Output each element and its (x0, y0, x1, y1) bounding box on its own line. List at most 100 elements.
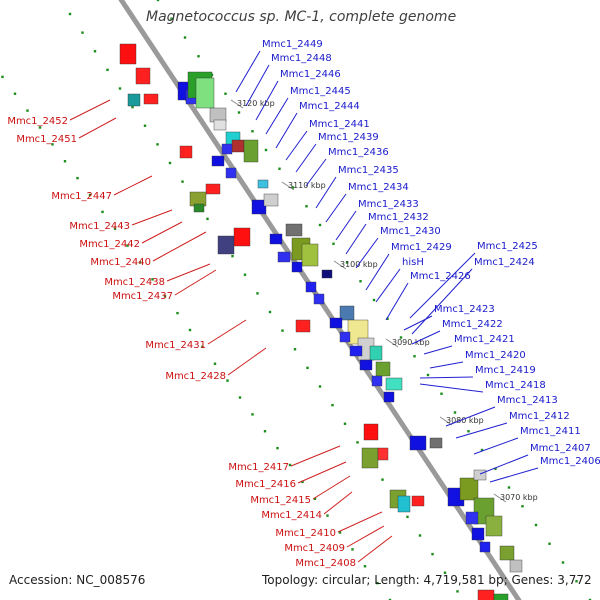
gene-label[interactable]: Mmc1_2413 (497, 395, 558, 406)
gene-label[interactable]: Mmc1_2448 (271, 53, 332, 64)
gene-label[interactable]: Mmc1_2436 (328, 147, 389, 158)
gene-label[interactable]: Mmc1_2434 (348, 182, 409, 193)
gene-block[interactable] (313, 293, 325, 305)
gene-label[interactable]: Mmc1_2439 (318, 132, 379, 143)
gene-label[interactable]: Mmc1_2437 (112, 291, 173, 302)
gene-label[interactable]: Mmc1_2406 (540, 456, 600, 467)
gene-label[interactable]: Mmc1_2407 (530, 443, 591, 454)
gene-label[interactable]: Mmc1_2452 (7, 116, 68, 127)
gene-label[interactable]: Mmc1_2430 (380, 226, 441, 237)
gene-block[interactable] (243, 139, 259, 163)
gene-block[interactable] (361, 447, 379, 469)
gene-block[interactable] (205, 183, 221, 195)
gene-label[interactable]: Mmc1_2449 (262, 39, 323, 50)
gene-label[interactable]: Mmc1_2428 (165, 371, 226, 382)
gene-label[interactable]: Mmc1_2444 (299, 101, 360, 112)
gene-block[interactable] (339, 305, 355, 321)
gene-block[interactable] (285, 223, 303, 237)
gene-block[interactable] (459, 477, 479, 501)
gene-block[interactable] (257, 179, 269, 189)
gene-block[interactable] (193, 203, 205, 213)
gene-label[interactable]: Mmc1_2445 (290, 86, 351, 97)
gene-block[interactable] (329, 317, 343, 329)
gene-block[interactable] (339, 331, 351, 343)
gene-label[interactable]: Mmc1_2426 (410, 271, 471, 282)
gene-block[interactable] (179, 145, 193, 159)
gene-label[interactable]: Mmc1_2433 (358, 199, 419, 210)
gene-block[interactable] (301, 243, 319, 267)
gene-label[interactable]: Mmc1_2412 (509, 411, 570, 422)
gene-label[interactable]: Mmc1_2421 (454, 334, 515, 345)
gene-label[interactable]: Mmc1_2429 (391, 242, 452, 253)
gene-label[interactable]: hisH (402, 257, 424, 268)
gene-label[interactable]: Mmc1_2409 (284, 543, 345, 554)
gene-block[interactable] (231, 139, 245, 153)
gene-label[interactable]: Mmc1_2443 (69, 221, 130, 232)
gene-label[interactable]: Mmc1_2422 (442, 319, 503, 330)
gene-block[interactable] (195, 77, 215, 109)
gene-label[interactable]: Mmc1_2431 (145, 340, 206, 351)
gene-label[interactable]: Mmc1_2435 (338, 165, 399, 176)
gene-block[interactable] (471, 527, 485, 541)
gene-block[interactable] (473, 469, 487, 481)
gene-block[interactable] (211, 155, 225, 167)
gene-block[interactable] (429, 437, 443, 449)
gene-block[interactable] (321, 269, 333, 279)
gene-block[interactable] (119, 43, 137, 65)
gene-label[interactable]: Mmc1_2440 (90, 257, 151, 268)
gene-block[interactable] (509, 559, 523, 573)
gene-block[interactable] (213, 119, 227, 131)
gene-block[interactable] (305, 281, 317, 293)
gene-label[interactable]: Mmc1_2416 (235, 479, 296, 490)
gene-block[interactable] (465, 511, 479, 525)
gene-block[interactable] (221, 143, 233, 155)
gene-label[interactable]: Mmc1_2447 (51, 191, 112, 202)
gene-block[interactable] (251, 199, 267, 215)
gene-label[interactable]: Mmc1_2417 (228, 462, 289, 473)
gene-block[interactable] (485, 515, 503, 537)
gene-block[interactable] (383, 391, 395, 403)
gene-label[interactable]: Mmc1_2419 (475, 365, 536, 376)
gene-label[interactable]: Mmc1_2423 (434, 304, 495, 315)
gene-block[interactable] (493, 593, 509, 600)
gene-label[interactable]: Mmc1_2424 (474, 257, 535, 268)
gene-block[interactable] (233, 227, 251, 247)
gene-block[interactable] (411, 495, 425, 507)
gene-label[interactable]: Mmc1_2414 (261, 510, 322, 521)
gene-block[interactable] (385, 377, 403, 391)
gene-label[interactable]: Mmc1_2415 (250, 495, 311, 506)
gene-block[interactable] (225, 167, 237, 179)
gene-block[interactable] (295, 319, 311, 333)
gene-block[interactable] (409, 435, 427, 451)
gene-block[interactable] (499, 545, 515, 561)
gene-label[interactable]: Mmc1_2451 (16, 134, 77, 145)
gene-block[interactable] (397, 495, 411, 513)
gene-block[interactable] (291, 261, 303, 273)
gene-block[interactable] (371, 375, 383, 387)
gene-label[interactable]: Mmc1_2441 (309, 119, 370, 130)
gene-block[interactable] (127, 93, 141, 107)
gene-label[interactable]: Mmc1_2420 (465, 350, 526, 361)
gene-block[interactable] (479, 541, 491, 553)
gene-label[interactable]: Mmc1_2432 (368, 212, 429, 223)
gene-label[interactable]: Mmc1_2425 (477, 241, 538, 252)
gene-block[interactable] (135, 67, 151, 85)
gene-label[interactable]: Mmc1_2446 (280, 69, 341, 80)
gene-block[interactable] (143, 93, 159, 105)
gene-block[interactable] (377, 447, 389, 461)
gene-block[interactable] (375, 361, 391, 377)
gene-label[interactable]: Mmc1_2408 (295, 558, 356, 569)
gene-block[interactable] (359, 359, 373, 371)
gene-block[interactable] (369, 345, 383, 361)
gene-block[interactable] (263, 193, 279, 207)
gene-label[interactable]: Mmc1_2418 (485, 380, 546, 391)
gene-label[interactable]: Mmc1_2411 (520, 426, 581, 437)
gene-block[interactable] (277, 251, 291, 263)
gene-label[interactable]: Mmc1_2410 (275, 528, 336, 539)
gene-block[interactable] (269, 233, 283, 245)
gene-block[interactable] (349, 345, 363, 357)
gene-block[interactable] (477, 589, 495, 600)
gene-block[interactable] (217, 235, 235, 255)
gene-label[interactable]: Mmc1_2442 (79, 239, 140, 250)
gene-label[interactable]: Mmc1_2438 (104, 277, 165, 288)
